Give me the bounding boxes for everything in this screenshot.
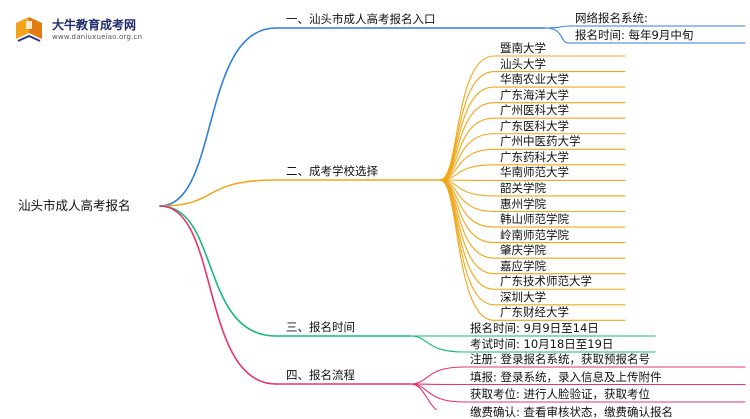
branch-2-child-label: 惠州学院 [500,197,546,211]
branch-3-child-label: 考试时间: 10月18日至19日 [470,337,613,351]
branch-2-child-1-connector [440,56,494,180]
branch-2-child-label: 肇庆学院 [500,243,546,257]
branch-1-child-label: 报名时间: 每年9月中旬 [575,28,693,42]
branch-4-label: 四、报名流程 [286,368,355,382]
branch-3-child-label: 报名时间: 9月9日至14日 [470,321,599,335]
brand-name: 大牛教育成考网 [52,16,136,33]
branch-2-label: 二、成考学校选择 [286,164,378,178]
branch-4-child-1-connector [410,367,464,384]
branch-1-connector [160,28,276,206]
branch-2-child-label: 华南农业大学 [500,72,569,86]
branch-2-child-label: 广州中医药大学 [500,134,581,148]
branch-2-child-label: 暨南大学 [500,41,546,55]
branch-2-child-label: 华南师范大学 [500,165,569,179]
branch-1-label: 一、汕头市成人高考报名入口 [286,12,436,26]
branch-4-child-label: 填报: 登录系统，录入信息及上传附件 [470,370,662,384]
branch-2-child-label: 岭南师范学院 [500,228,569,242]
branch-3-label: 三、报名时间 [286,320,355,334]
root-node-label: 汕头市成人高考报名 [18,199,131,213]
branch-4-child-label: 注册: 登录报名系统，获取预报名号 [470,352,650,366]
brand-logo: 大牛教育成考网 www.daniuxueiao.org.cn [12,10,152,50]
branch-4-child-2-connector [410,384,464,385]
branch-2-child-label: 嘉应学院 [500,259,546,273]
branch-4-child-label: 获取考位: 进行人脸验证，获取考位 [470,387,650,401]
branch-2-child-label: 广东医科大学 [500,119,569,133]
branch-2-child-label: 广东技术师范大学 [500,274,592,288]
mindmap-canvas: 大牛教育成考网 www.daniuxueiao.org.cn 汕头市成人高考报名… [0,0,750,410]
branch-2-child-label: 深圳大学 [500,290,546,304]
branch-3-child-2-connector [410,336,464,352]
brand-url: www.daniuxueiao.org.cn [52,33,142,41]
branch-2-child-label: 韩山师范学院 [500,212,569,226]
branch-2-child-label: 汕头大学 [500,57,546,71]
branch-1-child-label: 网络报名系统: [575,11,648,25]
branch-4-child-label: 缴费确认: 查看审核状态，缴费确认报名 [470,405,673,419]
branch-2-child-label: 广东药科大学 [500,150,569,164]
branch-2-child-label: 广州医科大学 [500,103,569,117]
branch-2-connector [160,180,276,206]
branch-2-child-label: 韶关学院 [500,181,546,195]
branch-1-child-2-connector [545,28,569,43]
book-icon [12,13,46,47]
branch-4-connector [160,206,276,384]
branch-2-child-label: 广东海洋大学 [500,88,569,102]
branch-2-child-label: 广东财经大学 [500,305,569,319]
